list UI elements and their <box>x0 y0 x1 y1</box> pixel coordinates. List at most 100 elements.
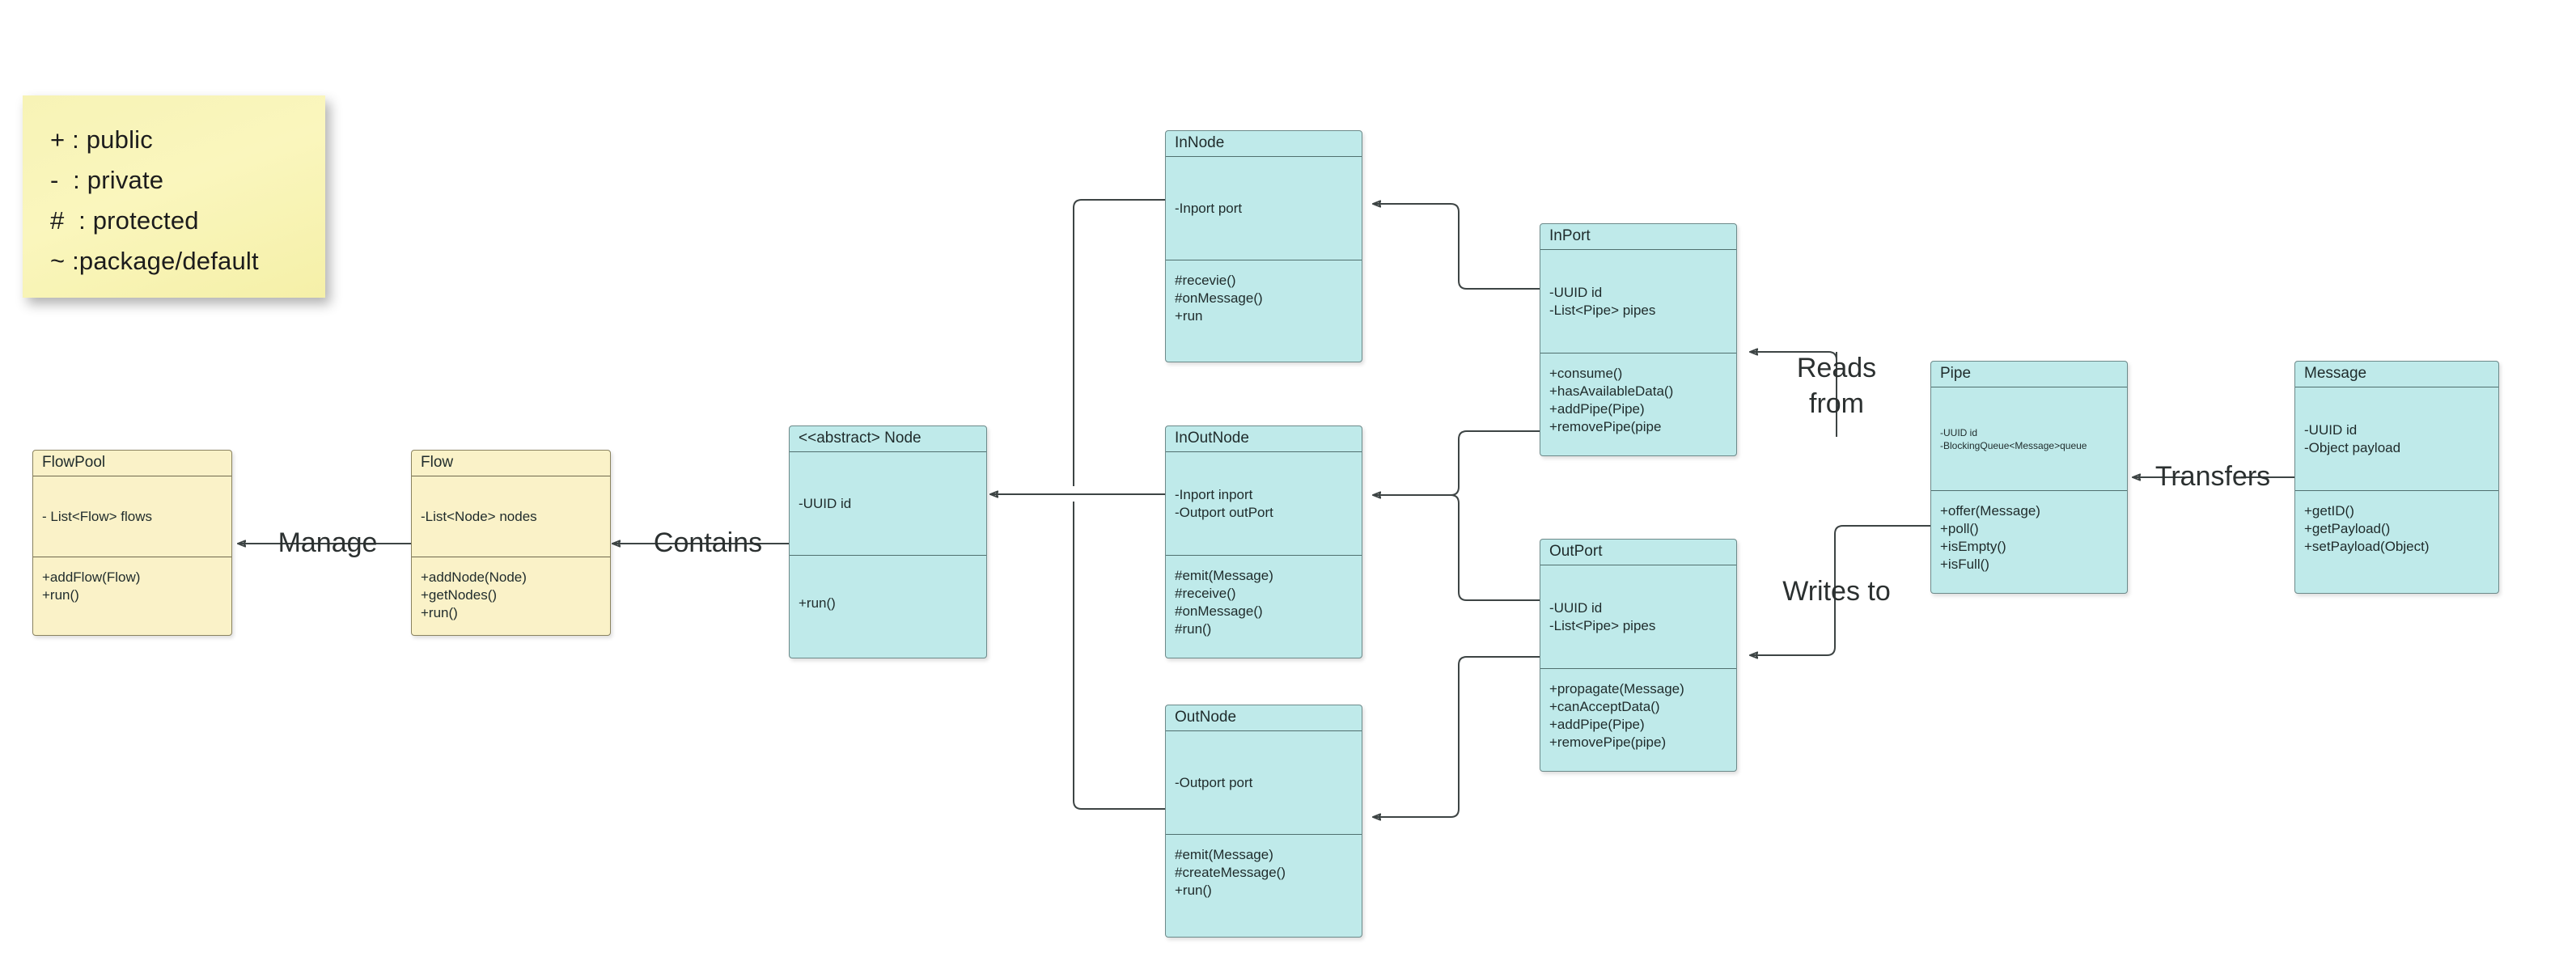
edge-label-contains: Contains <box>653 527 763 558</box>
class-title-inoutnode: InOutNode <box>1166 426 1362 452</box>
class-operation: +propagate(Message) <box>1549 681 1684 696</box>
class-operations-flowpool: +addFlow(Flow) +run() <box>33 557 231 635</box>
class-operation: +run() <box>1175 883 1212 898</box>
class-operations-outnode: #emit(Message) #createMessage() +run() <box>1166 835 1362 937</box>
class-operation: #createMessage() <box>1175 865 1286 880</box>
edge-label-writes-to: Writes to <box>1782 576 1891 607</box>
class-attribute: -Outport port <box>1175 774 1253 790</box>
class-title-outnode: OutNode <box>1166 705 1362 731</box>
class-box-pipe[interactable]: Pipe -UUID id -BlockingQueue<Message>que… <box>1930 361 2128 594</box>
class-operations-innode: #recevie() #onMessage() +run <box>1166 260 1362 362</box>
class-attribute: -List<Pipe> pipes <box>1549 302 1656 318</box>
class-box-flow[interactable]: Flow -List<Node> nodes +addNode(Node) +g… <box>411 450 611 636</box>
class-attributes-pipe: -UUID id -BlockingQueue<Message>queue <box>1931 387 2127 491</box>
class-attribute: -Object payload <box>2304 439 2401 455</box>
class-operation: +removePipe(pipe) <box>1549 735 1667 750</box>
class-operation: +run() <box>799 595 836 611</box>
edge-inport-to-innode <box>1373 204 1540 290</box>
class-title-outport: OutPort <box>1540 540 1736 565</box>
class-operations-inoutnode: #emit(Message) #receive() #onMessage() #… <box>1166 556 1362 658</box>
class-title-inport: InPort <box>1540 224 1736 250</box>
class-attribute: -BlockingQueue<Message>queue <box>1940 439 2087 451</box>
class-attributes-inport: -UUID id -List<Pipe> pipes <box>1540 250 1736 353</box>
legend-line-private: - : private <box>50 166 164 194</box>
edge-label-reads-from-line1: Reads <box>1796 353 1877 383</box>
class-operations-inport: +consume() +hasAvailableData() +addPipe(… <box>1540 353 1736 455</box>
edge-inport-to-inoutnode <box>1373 430 1540 495</box>
class-operation: #receive() <box>1175 586 1236 601</box>
class-operation: +poll() <box>1940 521 1979 536</box>
class-box-outnode[interactable]: OutNode -Outport port #emit(Message) #cr… <box>1165 705 1362 938</box>
class-operation: +addFlow(Flow) <box>42 569 141 585</box>
class-attributes-node: -UUID id <box>790 452 986 556</box>
class-operation: +consume() <box>1549 366 1623 381</box>
class-box-outport[interactable]: OutPort -UUID id -List<Pipe> pipes +prop… <box>1540 539 1737 772</box>
class-attributes-message: -UUID id -Object payload <box>2295 387 2498 491</box>
class-title-flowpool: FlowPool <box>33 451 231 476</box>
class-operation: +isEmpty() <box>1940 539 2006 554</box>
class-attributes-outnode: -Outport port <box>1166 731 1362 835</box>
class-operation: +removePipe(pipe <box>1549 419 1662 434</box>
class-operation: #emit(Message) <box>1175 847 1273 862</box>
class-attribute: -UUID id <box>1549 284 1603 300</box>
edge-outport-to-outnode <box>1373 656 1540 817</box>
legend-line-public: + : public <box>50 125 153 154</box>
class-box-message[interactable]: Message -UUID id -Object payload +getID(… <box>2294 361 2499 594</box>
class-operation: +getNodes() <box>421 587 498 603</box>
class-operations-pipe: +offer(Message) +poll() +isEmpty() +isFu… <box>1931 491 2127 593</box>
class-attribute: -Inport inport <box>1175 486 1253 502</box>
class-operation: +getPayload() <box>2304 521 2391 536</box>
class-operation: +offer(Message) <box>1940 503 2040 519</box>
class-title-flow: Flow <box>412 451 610 476</box>
class-operation: #run() <box>1175 621 1212 637</box>
class-operation: #emit(Message) <box>1175 568 1273 583</box>
class-operation: +run <box>1175 308 1203 324</box>
class-box-inport[interactable]: InPort -UUID id -List<Pipe> pipes +consu… <box>1540 223 1737 456</box>
class-attribute: -Inport port <box>1175 200 1243 216</box>
class-operation: #onMessage() <box>1175 603 1263 619</box>
class-box-node[interactable]: <<abstract> Node -UUID id +run() <box>789 425 987 658</box>
class-attributes-innode: -Inport port <box>1166 157 1362 260</box>
class-operation: #recevie() <box>1175 273 1236 288</box>
class-operation: +getID() <box>2304 503 2354 519</box>
class-operation: #onMessage() <box>1175 290 1263 306</box>
class-attribute: -UUID id <box>799 495 852 511</box>
class-attributes-flowpool: - List<Flow> flows <box>33 476 231 557</box>
edge-innode-to-node <box>1073 199 1165 486</box>
edge-outport-to-inoutnode <box>1389 494 1540 601</box>
class-title-innode: InNode <box>1166 131 1362 157</box>
class-title-pipe: Pipe <box>1931 362 2127 387</box>
class-operation: +isFull() <box>1940 557 1989 572</box>
class-operation: +run() <box>421 605 458 620</box>
class-operation: +run() <box>42 587 79 603</box>
edge-label-manage: Manage <box>278 527 378 558</box>
class-operation: +hasAvailableData() <box>1549 383 1674 399</box>
class-box-flowpool[interactable]: FlowPool - List<Flow> flows +addFlow(Flo… <box>32 450 232 636</box>
class-title-node: <<abstract> Node <box>790 426 986 452</box>
class-attributes-inoutnode: -Inport inport -Outport outPort <box>1166 452 1362 556</box>
class-operations-message: +getID() +getPayload() +setPayload(Objec… <box>2295 491 2498 593</box>
class-operation: +addNode(Node) <box>421 569 527 585</box>
class-attribute: -List<Pipe> pipes <box>1549 617 1656 633</box>
class-attribute: -Outport outPort <box>1175 504 1273 520</box>
class-operation: +addPipe(Pipe) <box>1549 401 1645 417</box>
class-box-inoutnode[interactable]: InOutNode -Inport inport -Outport outPor… <box>1165 425 1362 658</box>
edge-label-reads-from-line2: from <box>1809 388 1864 419</box>
class-operation: +setPayload(Object) <box>2304 539 2430 554</box>
class-operations-flow: +addNode(Node) +getNodes() +run() <box>412 557 610 635</box>
class-attribute: -UUID id <box>1940 426 1978 438</box>
class-attribute: -List<Node> nodes <box>421 508 537 524</box>
class-operation: +canAcceptData() <box>1549 699 1660 714</box>
class-attributes-flow: -List<Node> nodes <box>412 476 610 557</box>
class-attribute: -UUID id <box>1549 599 1603 616</box>
legend-line-protected: # : protected <box>50 206 199 235</box>
class-title-message: Message <box>2295 362 2498 387</box>
edge-label-transfers: Transfers <box>2154 461 2271 492</box>
class-operations-node: +run() <box>790 556 986 658</box>
class-attributes-outport: -UUID id -List<Pipe> pipes <box>1540 565 1736 669</box>
class-attribute: -UUID id <box>2304 421 2358 438</box>
class-box-innode[interactable]: InNode -Inport port #recevie() #onMessag… <box>1165 130 1362 362</box>
edge-outnode-to-node <box>1073 502 1165 810</box>
class-operation: +addPipe(Pipe) <box>1549 717 1645 732</box>
